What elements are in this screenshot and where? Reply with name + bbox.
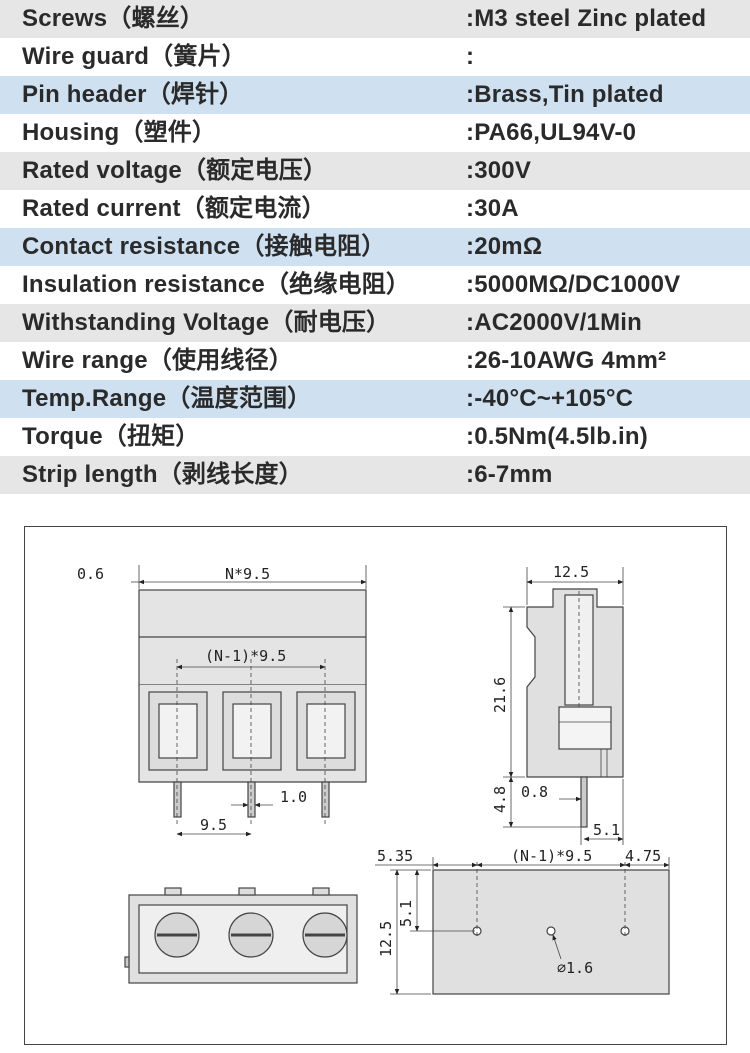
spec-row-torque: Torque（扭矩） :0.5Nm(4.5lb.in) [0, 418, 750, 456]
top-tab-3 [312, 887, 330, 896]
spec-value: :PA66,UL94V-0 [466, 119, 637, 146]
spec-row-rated-current: Rated current（额定电流） :30A [0, 190, 750, 228]
dim-0-8: 0.8 [521, 783, 548, 801]
spec-row-housing: Housing（塑件） :PA66,UL94V-0 [0, 114, 750, 152]
dim-12-5-side: 12.5 [553, 563, 589, 581]
front-wire-entry-2-inner [232, 703, 272, 759]
spec-value: :6-7mm [466, 461, 553, 488]
spec-label: Wire range（使用线径） [22, 347, 294, 374]
dim-1-0: 1.0 [280, 788, 307, 806]
dim-12-5-pcb: 12.5 [377, 921, 395, 957]
top-tab-2 [238, 887, 256, 896]
dim-0-6: 0.6 [77, 565, 104, 583]
top-view [124, 887, 358, 984]
dim-4-75: 4.75 [625, 847, 661, 865]
spec-value: :20mΩ [466, 233, 543, 260]
spec-label: Withstanding Voltage（耐电压） [22, 309, 391, 336]
spec-label: Housing（塑件） [22, 119, 217, 146]
spec-label: Temp.Range（温度范围） [22, 385, 312, 412]
front-view [131, 565, 367, 837]
spec-label: Strip length（剥线长度） [22, 461, 303, 488]
spec-row-insulation-resistance: Insulation resistance（绝缘电阻） :5000MΩ/DC100… [0, 266, 750, 304]
pcb-hole-leader [552, 934, 562, 960]
spec-row-rated-voltage: Rated voltage（额定电压） :300V [0, 152, 750, 190]
spec-value: :30A [466, 195, 519, 222]
spec-row-wire-guard: Wire guard（簧片）: [0, 38, 750, 76]
spec-label: Pin header（焊针） [22, 81, 244, 108]
pcb-hole-2 [546, 926, 556, 936]
spec-value: :26-10AWG 4mm² [466, 347, 667, 374]
dim-n-1-9-5-pcb: (N-1)*9.5 [511, 847, 592, 865]
spec-row-contact-resistance: Contact resistance（接触电阻） :20mΩ [0, 228, 750, 266]
front-wire-entry-3-inner [306, 703, 346, 759]
side-view [503, 567, 624, 845]
top-tab-1 [164, 887, 182, 896]
dim-n-1-9-5-front: (N-1)*9.5 [205, 647, 286, 665]
spec-value: :Brass,Tin plated [466, 81, 664, 108]
side-clamp-legs [600, 749, 608, 777]
spec-value: :M3 steel Zinc plated [466, 5, 707, 32]
front-wire-entry-1-inner [158, 703, 198, 759]
dim-21-6: 21.6 [491, 677, 509, 713]
spec-value: :AC2000V/1Min [466, 309, 642, 336]
spec-value: : [466, 43, 475, 70]
spec-value: :-40°C~+105°C [466, 385, 634, 412]
dim-5-1-pcb: 5.1 [397, 900, 415, 927]
front-pin-1 [173, 781, 182, 818]
drawing-canvas: 0.6 N*9.5 (N-1)*9.5 9.5 1.0 12. [77, 563, 670, 995]
dim-9-5: 9.5 [200, 816, 227, 834]
spec-label: Wire guard（簧片） [22, 43, 246, 70]
technical-drawing: 0.6 N*9.5 (N-1)*9.5 9.5 1.0 12. [24, 526, 727, 1045]
spec-value: :300V [466, 157, 532, 184]
dim-hole-diameter: ⌀1.6 [557, 959, 593, 977]
spec-row-screws: Screws（螺丝） :M3 steel Zinc plated [0, 0, 750, 38]
spec-label: Torque（扭矩） [22, 423, 200, 450]
spec-row-wire-range: Wire range（使用线径） :26-10AWG 4mm² [0, 342, 750, 380]
spec-label: Rated current（额定电流） [22, 195, 326, 222]
spec-label: Rated voltage（额定电压） [22, 157, 328, 184]
front-pin-2 [247, 781, 256, 818]
spec-row-temp-range: Temp.Range（温度范围） :-40°C~+105°C [0, 380, 750, 418]
side-wire-entry [558, 706, 612, 750]
dim-5-35: 5.35 [377, 847, 413, 865]
spec-row-pin-header: Pin header（焊针） :Brass,Tin plated [0, 76, 750, 114]
spec-label: Contact resistance（接触电阻） [22, 233, 386, 260]
top-latch [124, 956, 130, 968]
spec-label: Screws（螺丝） [22, 5, 205, 32]
spec-row-strip-length: Strip length（剥线长度） :6-7mm [0, 456, 750, 494]
dim-n-9-5: N*9.5 [225, 565, 270, 583]
pcb-layout-view [375, 857, 670, 995]
dim-5-1-side: 5.1 [593, 821, 620, 839]
dim-4-8: 4.8 [491, 786, 509, 813]
spec-table: Screws（螺丝） :M3 steel Zinc plated Wire gua… [0, 0, 750, 494]
spec-label: Insulation resistance（绝缘电阻） [22, 271, 411, 298]
spec-value: :5000MΩ/DC1000V [466, 271, 681, 298]
front-pin-3 [321, 781, 330, 818]
side-pin [580, 776, 588, 828]
spec-value: :0.5Nm(4.5lb.in) [466, 423, 648, 450]
spec-row-withstanding-voltage: Withstanding Voltage（耐电压） :AC2000V/1Min [0, 304, 750, 342]
